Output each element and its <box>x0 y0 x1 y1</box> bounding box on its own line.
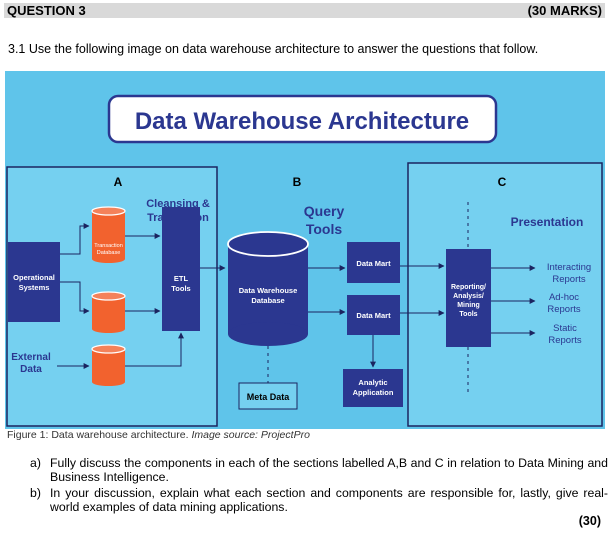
question-intro: 3.1 Use the following image on data ware… <box>8 42 539 56</box>
query-tools-heading-line2: Tools <box>306 221 343 237</box>
question-marks: (30 MARKS) <box>527 3 602 18</box>
etl-tools-label-line1: ETL <box>174 274 189 283</box>
reporting-tools-label-line2: Analysis/ <box>453 293 484 300</box>
data-mart-top-box <box>347 242 400 283</box>
external-data-label-line1: External <box>11 352 51 363</box>
database-cylinder-3 <box>91 344 126 386</box>
diagram-title: Data Warehouse Architecture <box>135 108 469 135</box>
section-b-label: B <box>293 175 302 189</box>
data-warehouse-label-line2: Database <box>251 296 284 305</box>
database-cylinder-2 <box>91 291 126 333</box>
interacting-reports-line2: Reports <box>552 274 586 285</box>
operational-systems-box <box>8 242 60 322</box>
question-text: In your discussion, explain what each se… <box>50 486 608 514</box>
architecture-diagram: Data Warehouse Architecture A B C Cleans… <box>5 71 605 429</box>
diagram-title-box <box>107 94 498 144</box>
data-warehouse-label-line1: Data Warehouse <box>239 286 298 295</box>
transaction-database-label-line1: Transaction <box>94 243 123 249</box>
data-mart-mid-label: Data Mart <box>356 311 391 320</box>
data-warehouse-cylinder <box>227 231 309 346</box>
meta-data-box <box>238 382 298 410</box>
question-list: a) Fully discuss the components in each … <box>30 456 608 516</box>
caption-source: Image source: ProjectPro <box>191 429 310 441</box>
query-tools-heading-line1: Query <box>304 203 345 219</box>
operational-systems-label-line2: Systems <box>19 283 50 292</box>
question-number: QUESTION 3 <box>7 3 86 18</box>
arrow-db3-to-etl <box>125 332 184 367</box>
analytic-application-box <box>343 369 403 407</box>
reporting-tools-box <box>446 249 491 347</box>
static-reports-line2: Reports <box>548 335 582 346</box>
etl-tools-box <box>162 207 200 331</box>
reporting-tools-label-line1: Reporting/ <box>451 284 486 291</box>
adhoc-reports-line1: Ad-hoc <box>549 292 579 303</box>
figure-caption: Figure 1: Data warehouse architecture. I… <box>7 429 310 441</box>
question-label: b) <box>30 486 41 500</box>
question-text: Fully discuss the components in each of … <box>50 456 608 484</box>
transaction-database-cylinder <box>91 206 126 263</box>
data-mart-mid-box <box>347 295 400 335</box>
etl-tools-label-line2: Tools <box>171 284 190 293</box>
external-data-label-line2: Data <box>20 364 42 375</box>
adhoc-reports-line2: Reports <box>547 304 581 315</box>
section-a-label: A <box>114 175 123 189</box>
total-marks: (30) <box>578 514 601 528</box>
question-item-b: b) In your discussion, explain what each… <box>30 486 608 514</box>
data-mart-top-label: Data Mart <box>356 259 391 268</box>
question-item-a: a) Fully discuss the components in each … <box>30 456 608 484</box>
arrow-ops-to-db2 <box>60 281 90 314</box>
interacting-reports-line1: Interacting <box>547 262 591 273</box>
caption-text: Figure 1: Data warehouse architecture. <box>7 429 192 441</box>
presentation-heading: Presentation <box>511 215 584 229</box>
section-c-panel <box>407 162 603 427</box>
operational-systems-label-line1: Operational <box>13 273 55 282</box>
analytic-application-label-line1: Analytic <box>358 378 387 387</box>
reporting-tools-label-line3: Mining <box>457 302 480 309</box>
question-label: a) <box>30 456 41 470</box>
static-reports-line1: Static <box>553 323 577 334</box>
reporting-tools-label-line4: Tools <box>459 311 477 318</box>
section-c-label: C <box>498 175 507 189</box>
analytic-application-label-line2: Application <box>353 388 394 397</box>
meta-data-label: Meta Data <box>247 392 291 402</box>
transaction-database-label-line2: Database <box>97 250 121 256</box>
question-header: QUESTION 3 (30 MARKS) <box>4 3 605 18</box>
arrow-ops-to-db1 <box>60 223 90 255</box>
